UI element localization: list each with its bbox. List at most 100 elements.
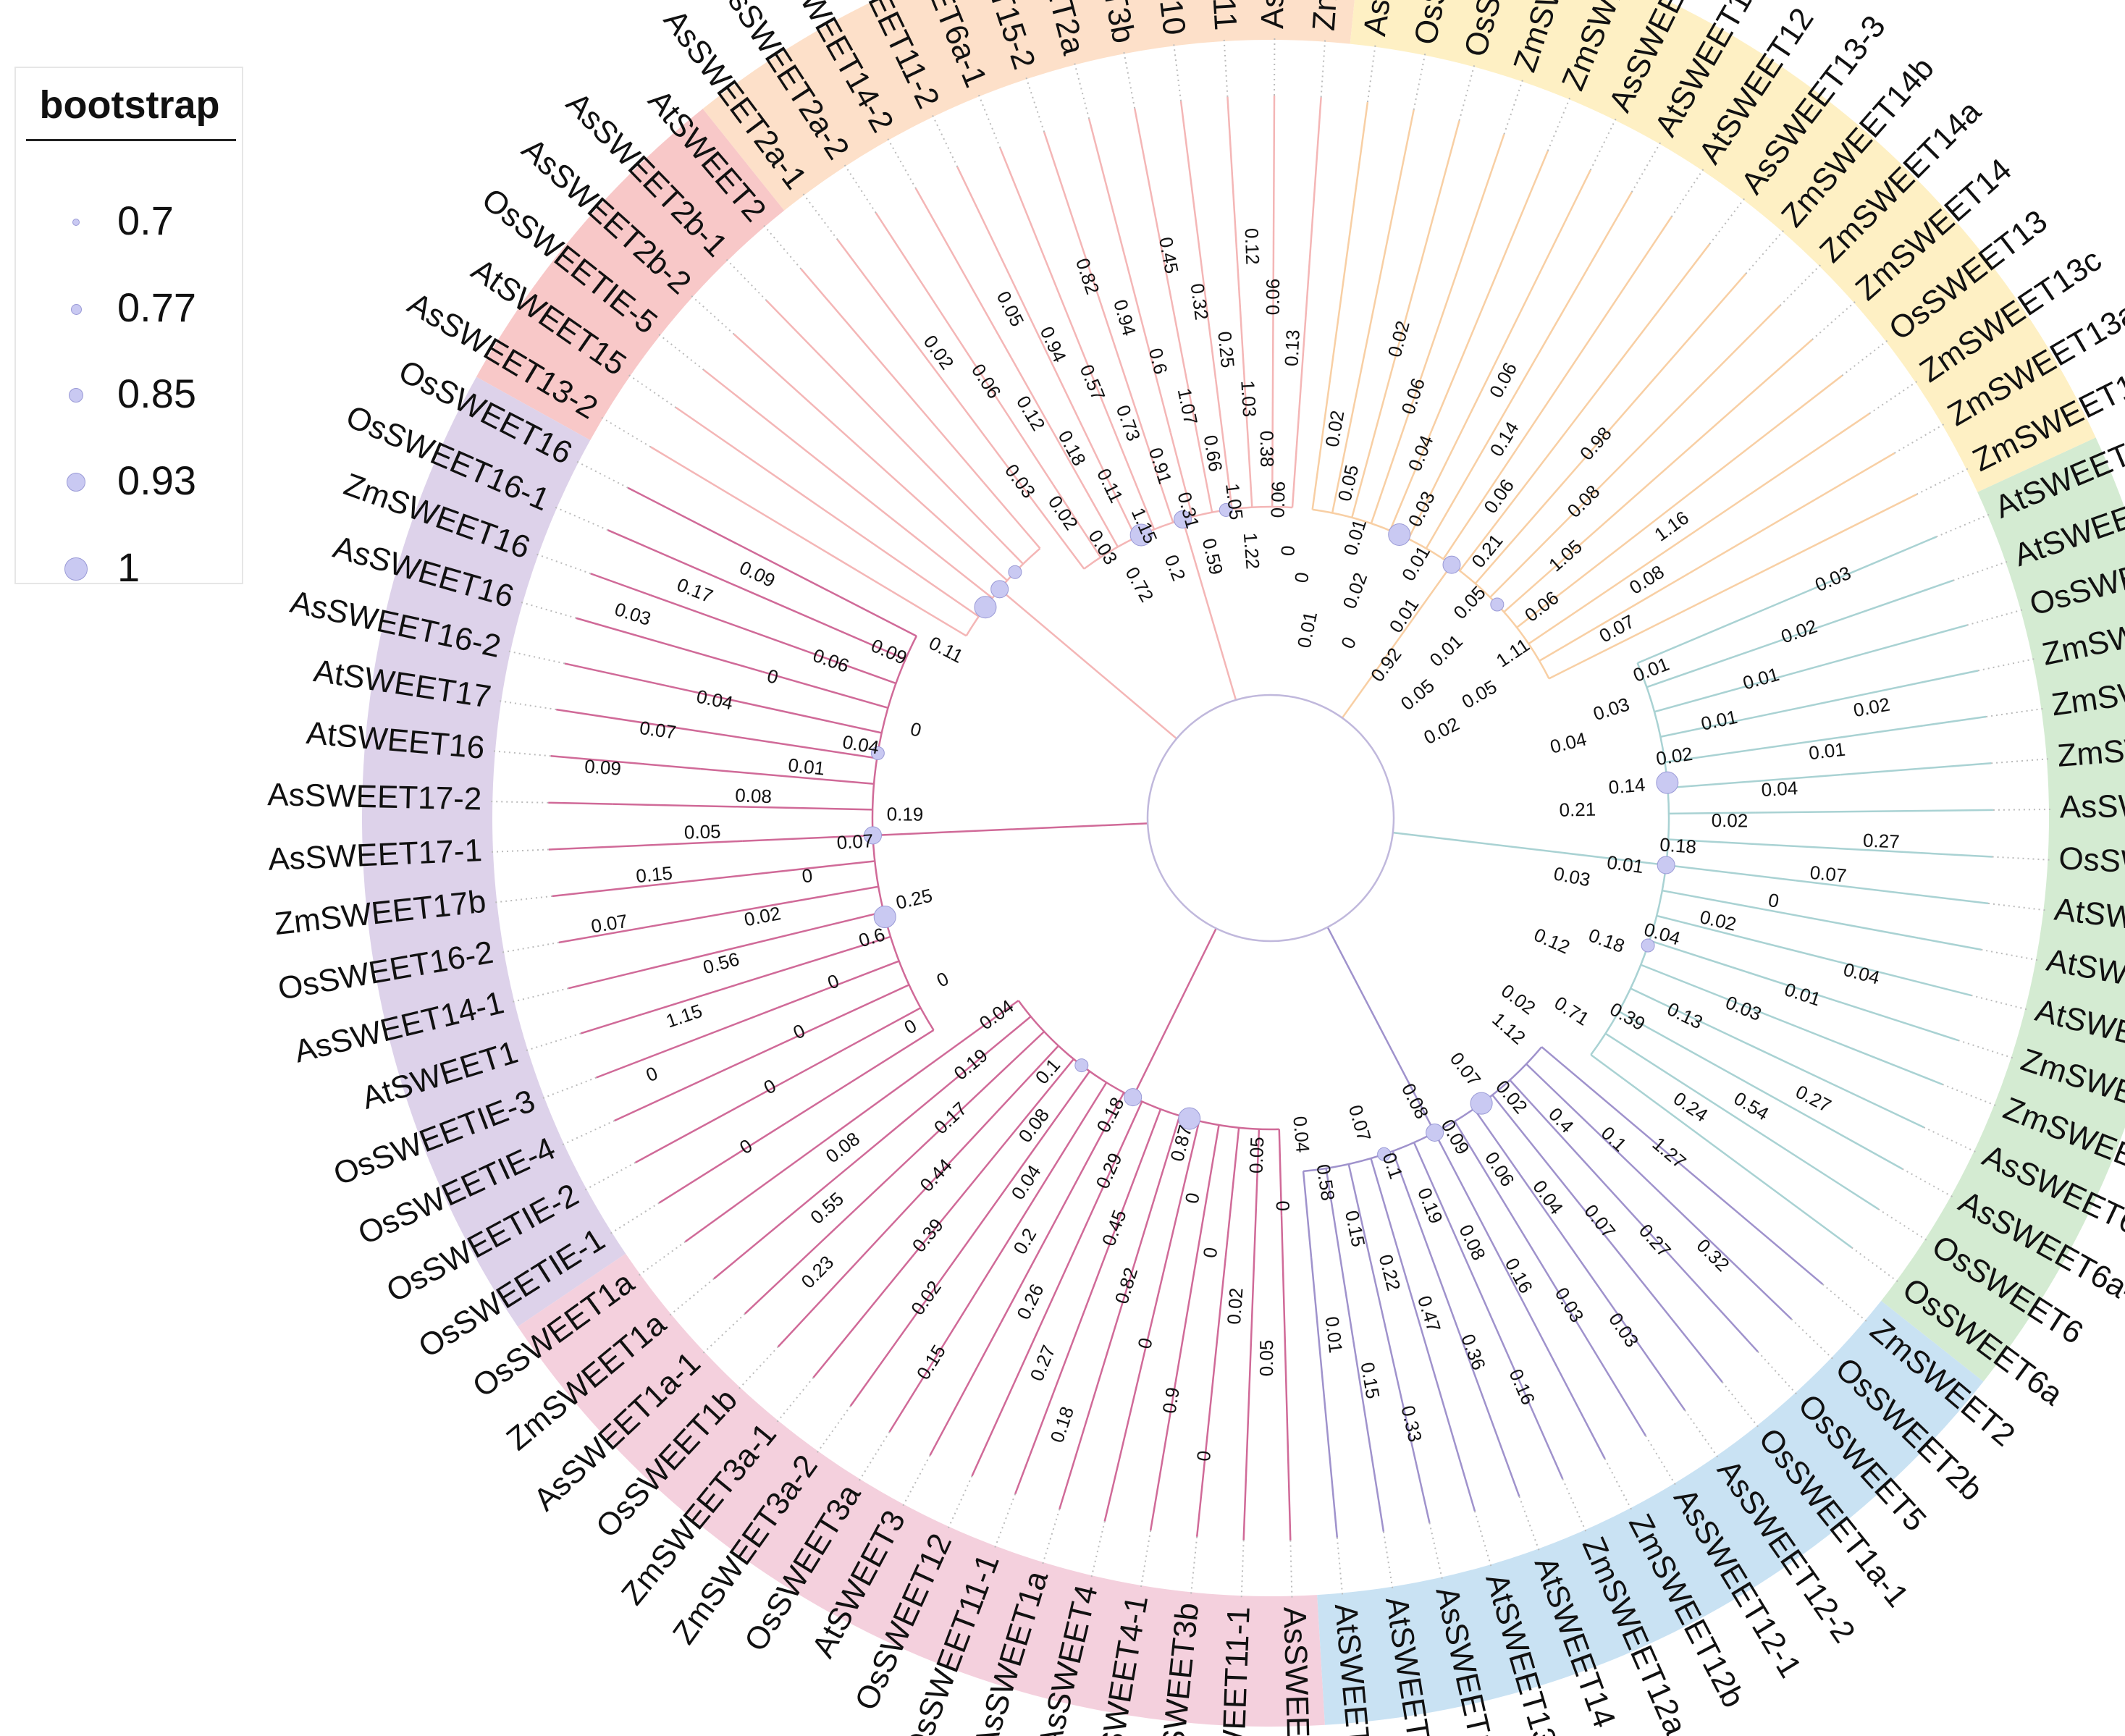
legend-item: 0.77: [16, 277, 233, 342]
branch-segment: [742, 834, 873, 843]
branch-length-label: 0: [901, 1014, 921, 1038]
branch-segment: [1169, 432, 1194, 518]
branch-length-label: 0.19: [887, 803, 924, 825]
branch-segment: [744, 1210, 856, 1315]
branch-length-label: 0.01: [1397, 542, 1434, 585]
branch-segment: [875, 212, 1054, 486]
branch-length-label: 0.06: [810, 644, 852, 677]
branch-segment: [1425, 360, 1536, 549]
branch-stem: [1132, 927, 1217, 1098]
branch-length-label: 0.03: [1591, 693, 1632, 725]
branch-length-label: 0.87: [1166, 1123, 1196, 1164]
branch-segment: [1668, 838, 1885, 852]
branch-length-label: 0: [801, 864, 814, 888]
branch-segment: [1656, 914, 1826, 960]
leaf-leader-line: [1991, 757, 2052, 764]
branch-length-label: 0.01: [1321, 1315, 1347, 1354]
branch-segment: [1331, 300, 1376, 513]
branch-length-label: 0.25: [1213, 330, 1239, 368]
branch-length-label: 0.01: [1699, 706, 1740, 735]
bootstrap-dot: [1008, 565, 1022, 579]
leaf-leader-line: [1684, 1410, 1720, 1461]
branch-length-label: 0.29: [1091, 1150, 1126, 1192]
bootstrap-dot: [1656, 771, 1679, 794]
bootstrap-dot: [1657, 856, 1675, 875]
branch-length-label: 0.13: [1280, 329, 1303, 367]
branch-segment: [1618, 1010, 1848, 1139]
leaf-leader-line: [635, 1241, 686, 1278]
branch-segment: [1627, 1263, 1723, 1383]
branch-length-label: 0.26: [1012, 1281, 1048, 1323]
branch-segment: [1310, 1257, 1339, 1538]
branch-segment: [1797, 536, 1937, 597]
branch-length-label: 0.08: [1625, 560, 1668, 598]
branch-segment: [1491, 1094, 1629, 1265]
branch-length-label: 0.32: [1693, 1234, 1734, 1276]
branch-length-label: 0.59: [1198, 536, 1227, 577]
legend-item-label: 0.77: [117, 285, 196, 330]
leaf-leader-line: [930, 111, 959, 168]
bootstrap-dot: [1178, 1107, 1201, 1130]
branch-length-label: 0: [1767, 889, 1780, 912]
branch-segment: [812, 405, 1008, 581]
branch-length-label: 1.07: [1174, 387, 1203, 427]
branch-length-label: 1.03: [1237, 380, 1261, 418]
leaf-leader-line: [1935, 512, 1993, 538]
branch-length-label: 0.07: [1596, 610, 1638, 646]
branch-length-label: 0.01: [1339, 516, 1371, 557]
branch-segment: [1179, 101, 1217, 380]
branch-length-label: 0.56: [701, 948, 742, 978]
branch-segment: [969, 1045, 1059, 1142]
branch-segment: [1604, 1032, 1753, 1129]
branch-segment: [800, 268, 985, 484]
leaf-leader-line: [1382, 1531, 1394, 1592]
branch-segment: [1407, 1283, 1476, 1512]
branch-segment: [1325, 1168, 1355, 1341]
branch-length-label: 0.1: [1031, 1054, 1064, 1088]
branch-segment: [1617, 243, 1711, 365]
branch-length-label: 0: [1272, 1200, 1294, 1211]
branch-length-label: 0.17: [674, 573, 716, 607]
branch-segment: [1516, 547, 1621, 628]
branch-segment: [1052, 484, 1102, 558]
branch-length-label: 0.02: [1698, 906, 1738, 935]
branch-length-label: 1.11: [1492, 633, 1533, 671]
leaf-leader-line: [1709, 195, 1748, 245]
branch-segment: [1489, 535, 1552, 598]
branch-length-label: 1.16: [1650, 507, 1693, 546]
branch-length-label: 0.07: [1809, 861, 1847, 887]
branch-segment: [1651, 1184, 1793, 1320]
branch-length-label: 0.04: [694, 686, 735, 715]
leaf-leader-line: [1413, 50, 1427, 110]
leaf-leader-line: [487, 848, 549, 854]
bootstrap-dot: [1641, 938, 1655, 953]
leaf-leader-line: [1923, 1126, 1979, 1154]
branch-segment: [1407, 460, 1448, 539]
root-ring: [1146, 694, 1395, 943]
branch-segment: [1389, 369, 1458, 531]
leaf-leader-line: [1458, 62, 1476, 121]
leaf-leader-line: [1562, 1478, 1589, 1535]
branch-segment: [1568, 1143, 1759, 1352]
branch-segment: [1448, 1221, 1564, 1480]
clade-band: [518, 1253, 1325, 1727]
leaf-leader-line: [815, 1405, 851, 1456]
branch-segment: [1515, 216, 1672, 452]
branch-length-label: 0.02: [1223, 1287, 1247, 1326]
bootstrap-dot: [1219, 502, 1233, 517]
branch-segment: [568, 951, 715, 990]
branch-segment: [777, 1140, 971, 1348]
branch-stem: [872, 822, 1148, 837]
branch-segment: [1056, 287, 1156, 530]
branch-length-label: 0.02: [1044, 492, 1082, 534]
clade-band: [362, 376, 626, 1327]
branch-length-label: 0.45: [1155, 235, 1183, 275]
branch-segment: [700, 767, 875, 785]
leaf-leader-line: [1604, 1458, 1634, 1513]
bootstrap-dot: [1174, 510, 1192, 529]
branch-segment: [1732, 966, 1958, 1042]
leaf-leader-line: [539, 1076, 597, 1100]
branch-segment: [836, 239, 981, 431]
branch-segment: [914, 187, 1012, 358]
leaf-leader-line: [761, 222, 802, 270]
